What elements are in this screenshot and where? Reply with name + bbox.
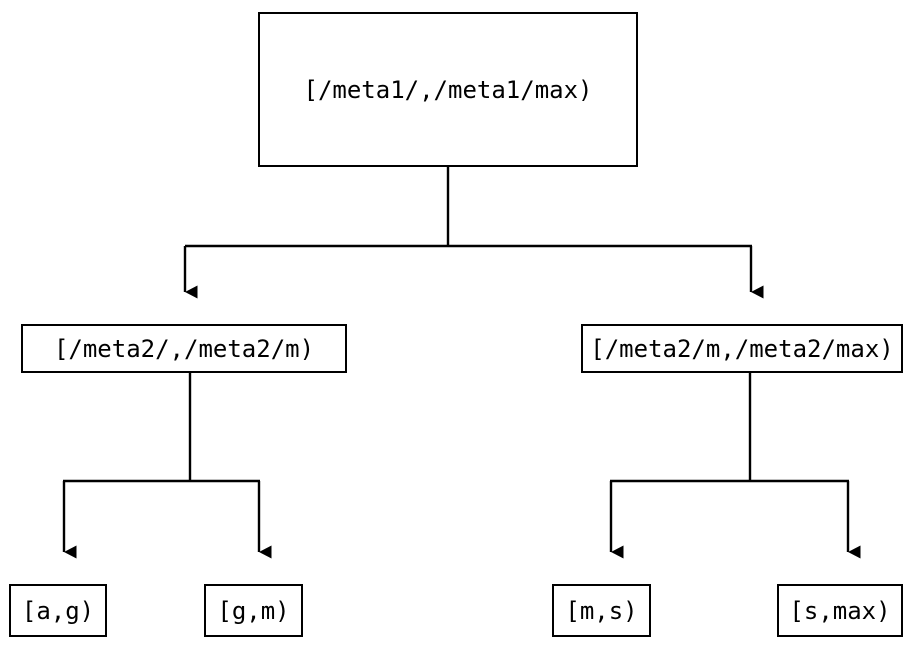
edge-midright-to-leaves <box>609 373 861 559</box>
tree-node-leaf-gm[interactable]: [g,m) <box>204 584 303 637</box>
tree-node-leaf-ms[interactable]: [m,s) <box>552 584 651 637</box>
tree-node-mid-left-label: [/meta2/,/meta2/m) <box>53 334 315 363</box>
tree-node-leaf-ag-label: [a,g) <box>21 596 95 625</box>
tree-node-leaf-ms-label: [m,s) <box>565 596 638 625</box>
tree-node-root-label: [/meta1/,/meta1/max) <box>303 75 593 104</box>
tree-node-mid-left[interactable]: [/meta2/,/meta2/m) <box>21 324 347 373</box>
tree-node-leaf-gm-label: [g,m) <box>217 596 290 625</box>
tree-node-leaf-ag[interactable]: [a,g) <box>9 584 107 637</box>
edge-root-to-mid <box>183 167 764 299</box>
tree-node-mid-right[interactable]: [/meta2/m,/meta2/max) <box>581 324 903 373</box>
tree-node-root[interactable]: [/meta1/,/meta1/max) <box>258 12 638 167</box>
tree-node-mid-right-label: [/meta2/m,/meta2/max) <box>590 334 894 363</box>
tree-node-leaf-smax-label: [s,max) <box>789 596 891 625</box>
edge-midleft-to-leaves <box>62 373 272 559</box>
tree-node-leaf-smax[interactable]: [s,max) <box>777 584 903 637</box>
